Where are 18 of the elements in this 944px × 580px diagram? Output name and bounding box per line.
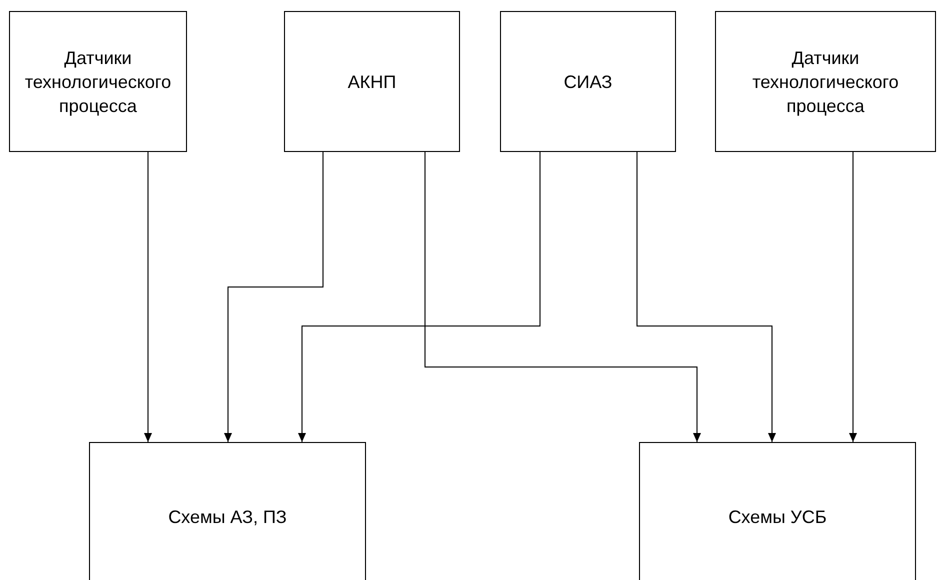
process-box <box>639 442 916 580</box>
box-label: СИАЗ <box>564 70 612 94</box>
arrow <box>424 152 701 442</box>
arrow <box>298 152 540 442</box>
process-box <box>284 11 460 152</box>
box-label: АКНП <box>348 70 396 94</box>
arrow <box>224 152 324 442</box>
arrow <box>636 152 776 442</box>
process-box <box>500 11 676 152</box>
box-label: Схемы УСБ <box>728 506 827 529</box>
arrow <box>849 152 857 442</box>
box-label: Схемы АЗ, ПЗ <box>168 506 287 529</box>
process-box <box>9 11 187 152</box>
process-box <box>89 442 366 580</box>
process-box <box>715 11 936 152</box>
box-label: Датчики технологического процесса <box>751 46 900 118</box>
arrow <box>144 152 152 442</box>
box-label: Датчики технологического процесса <box>24 46 172 118</box>
